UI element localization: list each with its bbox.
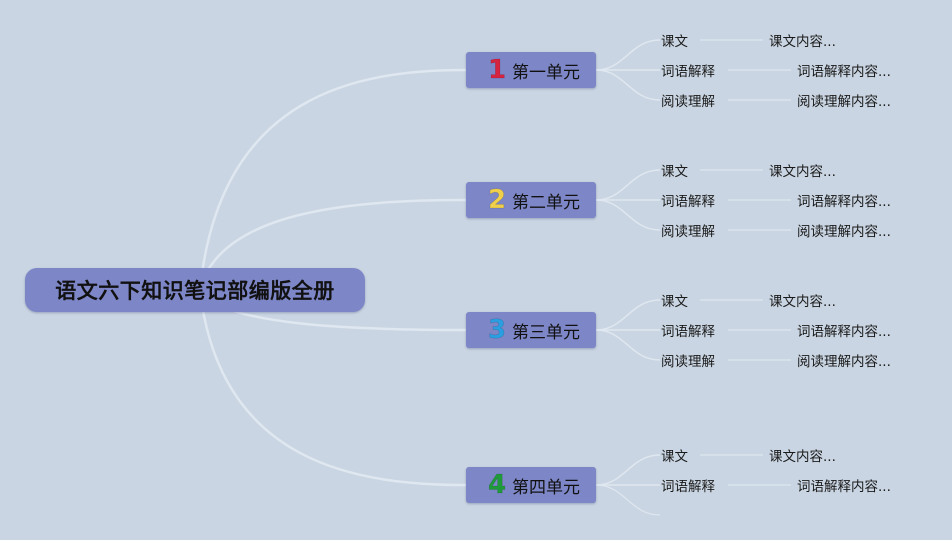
unit-label: 第四单元 (512, 477, 580, 498)
item-content[interactable]: 词语解释内容... (797, 324, 891, 340)
unit-to-item-link (595, 69, 661, 101)
unit-to-item-link (595, 454, 661, 486)
item-content[interactable]: 课文内容... (769, 164, 836, 180)
unit-to-item-link (595, 169, 661, 201)
unit-to-item-link (595, 299, 661, 331)
item-label[interactable]: 课文 (661, 449, 688, 465)
root-to-unit-link (198, 68, 467, 291)
unit-label: 第二单元 (512, 192, 580, 213)
item-content[interactable]: 阅读理解内容... (797, 94, 891, 110)
root-topic-label: 语文六下知识笔记部编版全册 (55, 279, 335, 303)
root-to-unit-link (198, 289, 467, 487)
item-content[interactable]: 课文内容... (769, 449, 836, 465)
item-label[interactable]: 阅读理解 (661, 94, 715, 110)
item-label[interactable]: 阅读理解 (661, 354, 715, 370)
root-to-unit-link (198, 198, 467, 291)
item-label[interactable]: 词语解释 (661, 64, 715, 80)
item-content[interactable]: 课文内容... (769, 294, 836, 310)
item-content[interactable]: 课文内容... (769, 34, 836, 50)
item-label[interactable]: 词语解释 (661, 194, 715, 210)
unit-label: 第三单元 (512, 322, 580, 343)
item-label[interactable]: 阅读理解 (661, 224, 715, 240)
item-content[interactable]: 阅读理解内容... (797, 224, 891, 240)
item-label[interactable]: 词语解释 (661, 324, 715, 340)
root-topic[interactable]: 语文六下知识笔记部编版全册 (25, 268, 365, 312)
unit-number-badge: 4 (487, 470, 507, 501)
item-content[interactable]: 词语解释内容... (797, 479, 891, 495)
item-label[interactable]: 课文 (661, 34, 688, 50)
unit-number-badge: 1 (487, 55, 507, 86)
unit-to-item-link (595, 484, 661, 516)
unit-to-item-link (595, 329, 661, 361)
unit-number-badge: 3 (487, 315, 507, 346)
item-content[interactable]: 阅读理解内容... (797, 354, 891, 370)
item-label[interactable]: 词语解释 (661, 479, 715, 495)
unit-to-item-link (595, 39, 661, 71)
item-label[interactable]: 课文 (661, 294, 688, 310)
unit-number-badge: 2 (487, 185, 507, 216)
item-label[interactable]: 课文 (661, 164, 688, 180)
unit-label: 第一单元 (512, 62, 580, 83)
item-content[interactable]: 词语解释内容... (797, 194, 891, 210)
unit-to-item-link (595, 199, 661, 231)
item-content[interactable]: 词语解释内容... (797, 64, 891, 80)
